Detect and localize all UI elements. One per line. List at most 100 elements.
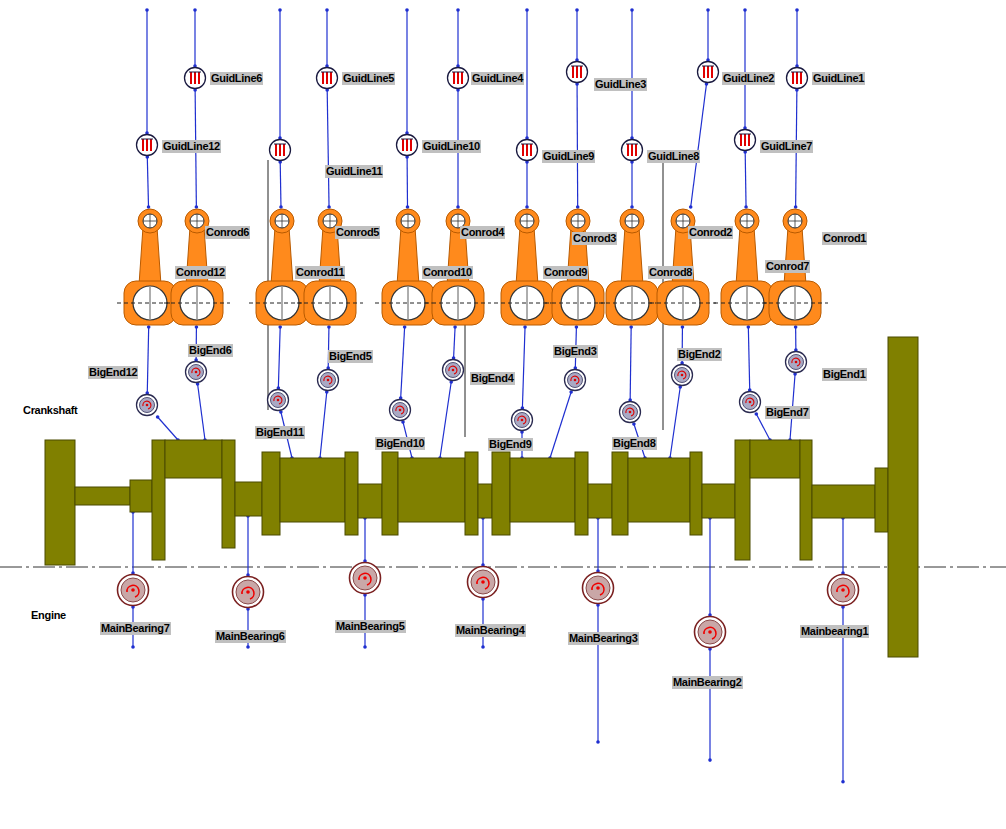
connector-line	[744, 10, 745, 128]
guide-ring	[448, 68, 469, 89]
connector-line	[745, 152, 747, 207]
conrod-shank	[271, 227, 293, 285]
crank-segment	[345, 452, 358, 535]
guide-bar	[150, 139, 152, 151]
component-label: Conrod1	[822, 232, 867, 245]
guide-bar	[330, 72, 332, 84]
label-holder: GuidLine4	[471, 72, 524, 85]
guide-bar	[322, 72, 324, 84]
bearing-core	[675, 368, 690, 383]
connector-line	[280, 162, 282, 207]
connector-end-dot	[523, 325, 527, 329]
bearing-ring	[350, 563, 381, 594]
guide-cap	[401, 139, 413, 140]
conrod-axis	[408, 287, 409, 319]
connector-end-dot	[147, 325, 151, 329]
component-label: Conrod5	[335, 226, 380, 239]
conrod-axis	[795, 287, 796, 319]
label-holder: Conrod6	[205, 226, 250, 239]
bearing-spiral	[127, 585, 139, 597]
label-holder: GuidLine7	[760, 140, 813, 153]
guide-ring	[317, 68, 338, 89]
connector-line	[550, 392, 571, 458]
component-label: Conrod11	[295, 266, 345, 279]
bearing-ring	[118, 575, 149, 606]
label-holder: BigEnd2	[677, 348, 722, 361]
guide-line-element-symbol	[268, 138, 292, 162]
component-label: Engine	[30, 609, 67, 622]
connector-line	[709, 518, 710, 615]
crank-segment	[358, 484, 382, 518]
guide-bar	[580, 66, 582, 78]
component-label: BigEnd4	[470, 372, 515, 385]
conrod-axis	[282, 287, 283, 319]
bearing-dot	[596, 586, 600, 590]
crank-segment	[888, 337, 918, 657]
big-end-bearing: BigEnd7	[738, 390, 762, 414]
conrod: Conrod9	[500, 207, 554, 327]
component-label: GuidLine10	[422, 140, 481, 153]
label-holder: GuidLine10	[422, 140, 481, 153]
bearing-ring	[186, 362, 207, 383]
bearing-core	[586, 576, 610, 600]
bearing-core	[623, 405, 638, 420]
crank-segment	[750, 440, 800, 478]
guide-bar	[402, 139, 404, 151]
component-label: Conrod3	[572, 232, 617, 245]
conrod-axis	[275, 214, 289, 228]
component-label: BigEnd6	[188, 344, 233, 357]
bearing-spiral	[242, 587, 254, 599]
label-holder: GuidLine12	[162, 140, 221, 153]
bearing-core	[446, 363, 461, 378]
bearing-ring	[695, 617, 726, 648]
bearing-ring	[512, 410, 533, 431]
conrod-axis	[632, 287, 633, 319]
label-holder: Mainbearing1	[800, 625, 869, 638]
connector-line	[146, 10, 147, 133]
connector-line	[576, 84, 578, 207]
conrod-shank	[139, 227, 161, 285]
connector-line	[440, 382, 451, 458]
guide-bar	[711, 66, 713, 78]
guide-ring	[397, 135, 418, 156]
bearing-spiral	[571, 376, 579, 384]
connector-end-dot	[743, 8, 747, 12]
connector-end-dot	[279, 205, 283, 209]
conrod-axis	[197, 287, 198, 319]
connector-end-dot	[156, 415, 160, 419]
bearing-ring	[740, 392, 761, 413]
guide-ring	[185, 68, 206, 89]
connector-line	[147, 327, 148, 393]
bearing-core	[831, 578, 855, 602]
big-end-bearing-symbol	[563, 368, 587, 392]
connector-line	[842, 518, 843, 573]
bearing-dot	[795, 361, 798, 364]
big-end-bearing: BigEnd9	[510, 408, 534, 432]
label-holder: Conrod2	[688, 226, 733, 239]
bearing-spiral	[626, 408, 634, 416]
connector-end-dot	[794, 205, 798, 209]
bearing-ring	[137, 395, 158, 416]
component-label: Conrod9	[543, 266, 588, 279]
component-label: BigEnd3	[553, 345, 598, 358]
connector-end-dot	[525, 8, 529, 12]
conrod: Conrod7	[720, 207, 774, 327]
label-holder: Conrod7	[765, 260, 810, 273]
engine-housing-symbol	[75, 10, 975, 805]
bearing-dot	[363, 576, 367, 580]
connector-end-dot	[325, 8, 329, 12]
guide-line-element: GuidLine3	[565, 60, 589, 84]
big-end-bearing-symbol	[135, 393, 159, 417]
component-label: GuidLine1	[812, 72, 865, 85]
bearing-ring	[583, 573, 614, 604]
bearing-dot	[749, 401, 752, 404]
component-label: BigEnd10	[375, 437, 425, 450]
crank-segment	[262, 452, 280, 535]
guide-line-element: GuidLine9	[515, 138, 539, 162]
guide-line-element: GuidLine6	[183, 66, 207, 90]
guide-line-element: GuidLine1	[785, 66, 809, 90]
label-holder: BigEnd8	[612, 437, 657, 450]
component-label: GuidLine9	[542, 150, 595, 163]
crank-segment	[382, 452, 398, 535]
label-holder: MainBearing7	[100, 622, 171, 635]
